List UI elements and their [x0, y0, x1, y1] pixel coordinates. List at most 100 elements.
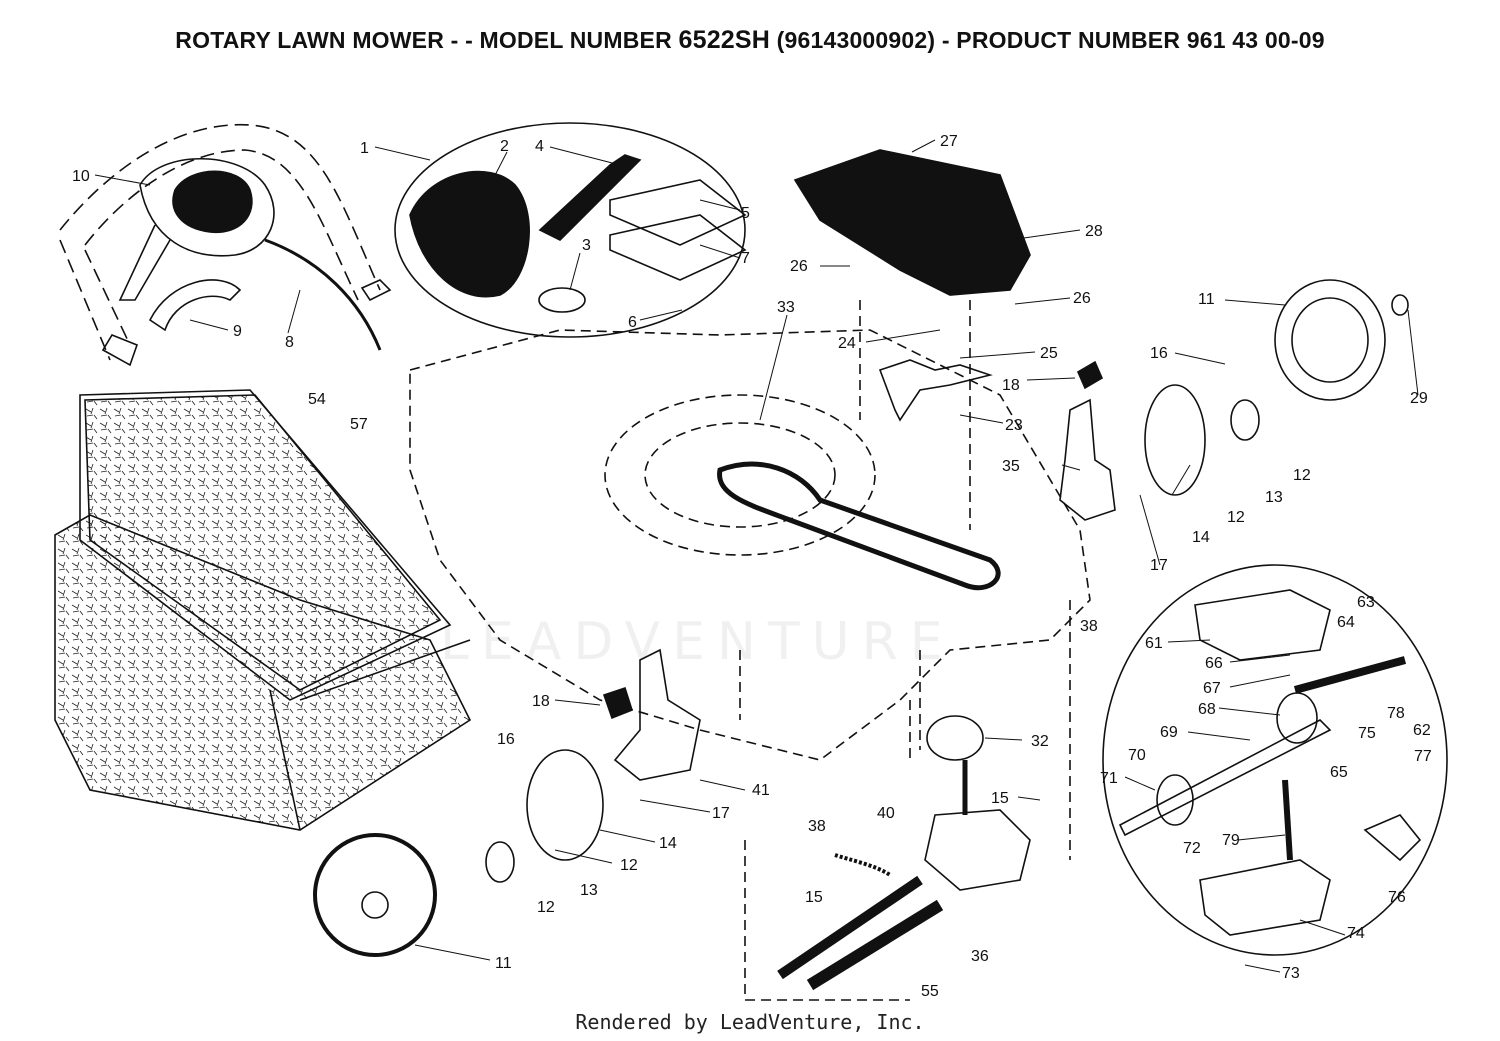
inset-knob-3: [538, 287, 586, 313]
handle-end-left: [101, 334, 139, 367]
mower-deck: [409, 300, 1091, 761]
wheel-guard-14b: [526, 749, 604, 861]
callout-27: 27: [940, 133, 958, 150]
callout-71: 71: [1100, 770, 1118, 787]
callout-75: 75: [1358, 725, 1376, 742]
callout-38b: 38: [808, 818, 826, 835]
callout-16a: 16: [1150, 345, 1168, 362]
pulley-32: [926, 715, 984, 761]
callout-15b: 15: [805, 889, 823, 906]
inset-circle-gearbox: [1102, 564, 1448, 956]
title-prefix: ROTARY LAWN MOWER - - MODEL NUMBER: [175, 27, 679, 53]
callout-62: 62: [1413, 722, 1431, 739]
gear-68: [1276, 692, 1318, 744]
axle-shaft-62: [1293, 656, 1407, 694]
callout-8: 8: [285, 334, 294, 351]
callout-1: 1: [360, 140, 369, 157]
callout-4: 4: [535, 138, 544, 155]
callout-69: 69: [1160, 724, 1178, 741]
callout-14b: 14: [659, 835, 677, 852]
control-arm: [118, 224, 171, 301]
control-housing-cover: [172, 170, 253, 234]
spring-40: [834, 853, 892, 877]
lever-knob-18a: [1076, 360, 1104, 390]
pinion-13a: [1230, 399, 1260, 441]
page-title: ROTARY LAWN MOWER - - MODEL NUMBER 6522S…: [0, 26, 1500, 55]
callout-63: 63: [1357, 594, 1375, 611]
clutch-cam-76: [1363, 814, 1422, 862]
height-lever-lower: [613, 648, 701, 781]
wheel-cap-29: [1391, 294, 1409, 316]
callout-11a: 11: [1198, 291, 1215, 308]
lever-knob-18b: [602, 686, 633, 720]
callout-79: 79: [1222, 832, 1240, 849]
callout-23: 23: [1005, 417, 1023, 434]
inset-circle-top: [394, 122, 746, 338]
transmission-housing-lower: [1199, 859, 1331, 936]
callout-5: 5: [741, 205, 750, 222]
worm-shaft-79: [1282, 779, 1293, 861]
callout-17b: 17: [712, 805, 730, 822]
axle-55: [777, 875, 923, 980]
footer-credit: Rendered by LeadVenture, Inc.: [575, 1010, 925, 1034]
callout-6: 6: [628, 314, 637, 331]
front-wheel-left: [313, 833, 437, 957]
handle-end-right: [360, 279, 392, 302]
callout-26b: 26: [1073, 290, 1091, 307]
callout-12a: 12: [1293, 467, 1311, 484]
wheel-guard-14a: [1144, 384, 1206, 496]
callout-3: 3: [582, 237, 591, 254]
belt-cover: [793, 149, 1031, 296]
callout-64: 64: [1337, 614, 1355, 631]
callout-65: 65: [1330, 764, 1348, 781]
callout-33: 33: [777, 299, 795, 316]
callout-12c: 12: [620, 857, 638, 874]
callout-74: 74: [1347, 925, 1365, 942]
drawing-lines: [54, 122, 1448, 1001]
callout-10: 10: [72, 168, 90, 185]
drive-belt: [717, 461, 1001, 591]
callout-18a: 18: [1002, 377, 1020, 394]
gearbox-shaft: [1118, 719, 1332, 837]
rear-wheel-right: [1274, 279, 1386, 401]
leader-lines: [94, 139, 1419, 973]
callout-14a: 14: [1192, 529, 1210, 546]
callout-26a: 26: [790, 258, 808, 275]
inset-lever-4: [538, 154, 642, 241]
callout-61: 61: [1145, 635, 1163, 652]
callout-11b: 11: [495, 955, 512, 972]
callout-12d: 12: [537, 899, 555, 916]
callout-labels: 1 2 4 5 3 7 6 10 9 8 27 28 26 26 33 24 2…: [72, 133, 1432, 1000]
callout-16b: 16: [497, 731, 515, 748]
inset-plate-5: [609, 179, 747, 246]
callout-40: 40: [877, 805, 895, 822]
callout-78: 78: [1387, 705, 1405, 722]
callout-36: 36: [971, 948, 989, 965]
height-lever-upper: [1059, 398, 1116, 521]
callout-13a: 13: [1265, 489, 1283, 506]
watermark-logo: LEADVENTURE: [440, 612, 955, 672]
callout-66: 66: [1205, 655, 1223, 672]
callout-67: 67: [1203, 680, 1221, 697]
callout-35: 35: [1002, 458, 1020, 475]
bracket-25: [878, 359, 993, 422]
callout-29: 29: [1410, 390, 1428, 407]
callout-12b: 12: [1227, 509, 1245, 526]
callout-18b: 18: [532, 693, 550, 710]
inset-lever-cover: [409, 170, 530, 298]
callout-41: 41: [752, 782, 770, 799]
transmission-housing-upper: [1194, 589, 1331, 661]
callout-68: 68: [1198, 701, 1216, 718]
callout-72: 72: [1183, 840, 1201, 857]
callout-7: 7: [741, 250, 750, 267]
callout-28: 28: [1085, 223, 1103, 240]
clutch-71: [1156, 774, 1194, 826]
callout-38a: 38: [1080, 618, 1098, 635]
model-number: 6522SH: [678, 26, 771, 54]
callout-24: 24: [838, 335, 856, 352]
callout-70: 70: [1128, 747, 1146, 764]
callout-9: 9: [233, 323, 242, 340]
control-cable-8: [264, 238, 382, 351]
callout-73: 73: [1282, 965, 1300, 982]
